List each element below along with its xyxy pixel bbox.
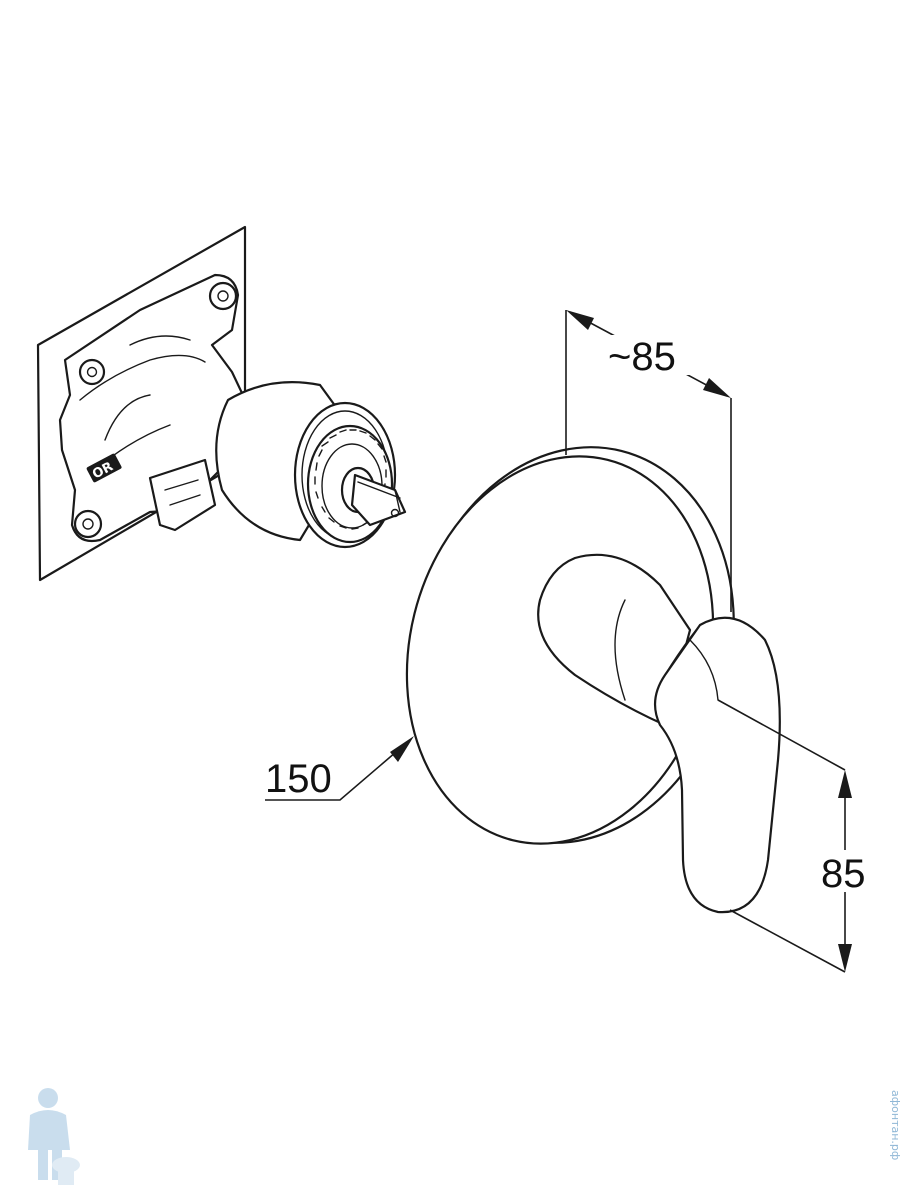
plumber-mascot-icon — [28, 1088, 80, 1185]
lower-bracket — [148, 458, 217, 532]
dimension-diameter: 150 — [265, 736, 414, 801]
screw-bottom-left — [73, 509, 103, 539]
concealed-body: OR — [36, 225, 407, 582]
dimension-lever-height: 85 — [717, 699, 872, 973]
diameter-label: 150 — [265, 757, 332, 801]
trim-set — [405, 446, 781, 914]
body-casting-detail — [79, 335, 206, 471]
depth-label: ~85 — [608, 335, 676, 379]
handle-base — [537, 553, 692, 727]
arrowhead — [566, 310, 594, 330]
arrowhead — [703, 378, 731, 398]
lever-height-label: 85 — [821, 852, 866, 896]
screw-top-right — [208, 281, 238, 311]
arrowhead — [838, 770, 852, 798]
screw-mid-left — [78, 358, 106, 386]
watermark-text: афонтан.рф — [889, 1090, 900, 1160]
dimension-depth: ~85 — [565, 310, 732, 612]
arrowhead — [838, 944, 852, 972]
arrowhead — [390, 736, 414, 762]
